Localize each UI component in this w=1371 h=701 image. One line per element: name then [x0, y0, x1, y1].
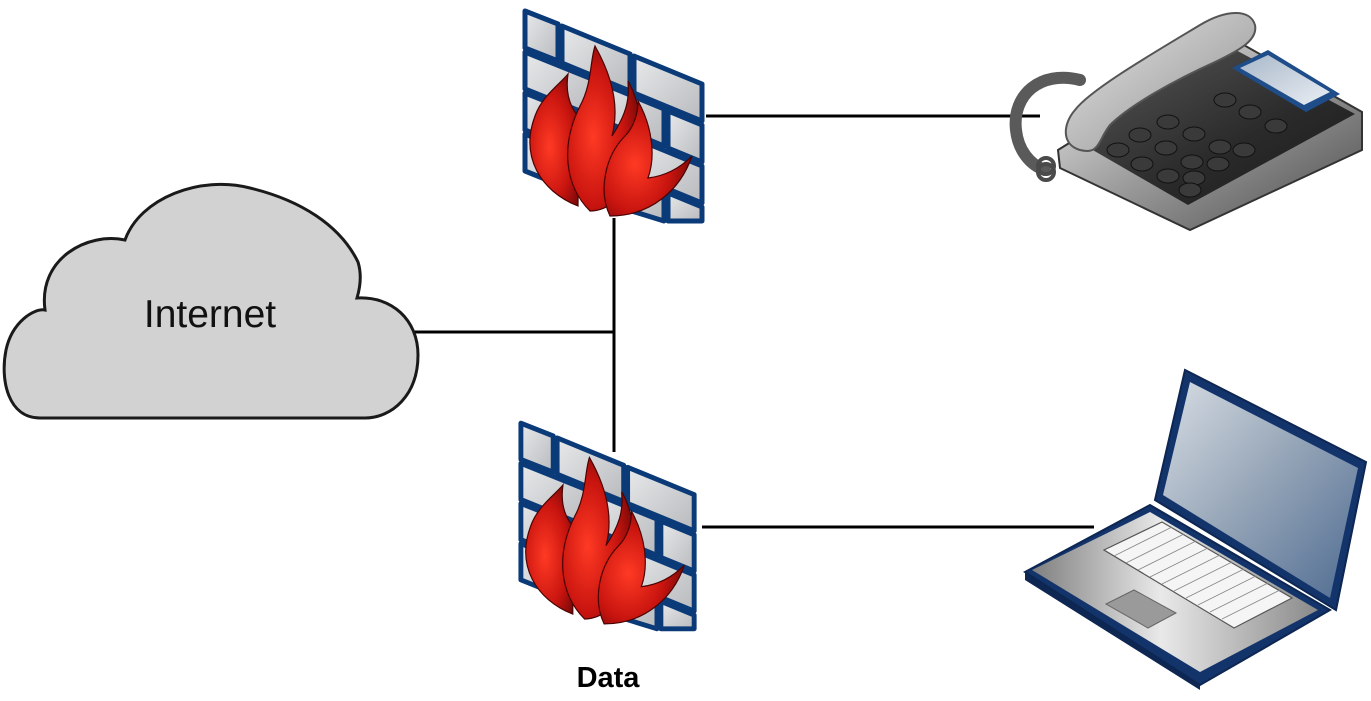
- internet-node: Internet: [2, 182, 420, 420]
- phone-icon: [1009, 12, 1363, 232]
- phone-node: [1009, 12, 1363, 232]
- phone-handset: [1064, 12, 1257, 152]
- firewall-icon: [521, 423, 694, 629]
- firewall-bottom-label: Data: [577, 662, 641, 694]
- laptop-node: [1023, 368, 1368, 690]
- laptop-screen: [1163, 382, 1358, 598]
- firewall-top-node: [525, 11, 702, 221]
- connection-lines: [412, 114, 1094, 529]
- firewall-bottom-node: Data: [521, 423, 694, 694]
- phone-keypad: [1106, 92, 1288, 198]
- laptop-keyboard: [1102, 521, 1294, 629]
- cloud-icon: [2, 182, 420, 420]
- laptop-touchpad: [1104, 589, 1178, 629]
- internet-label: Internet: [144, 293, 276, 336]
- laptop-icon: [1023, 368, 1368, 690]
- firewall-icon: [525, 11, 702, 221]
